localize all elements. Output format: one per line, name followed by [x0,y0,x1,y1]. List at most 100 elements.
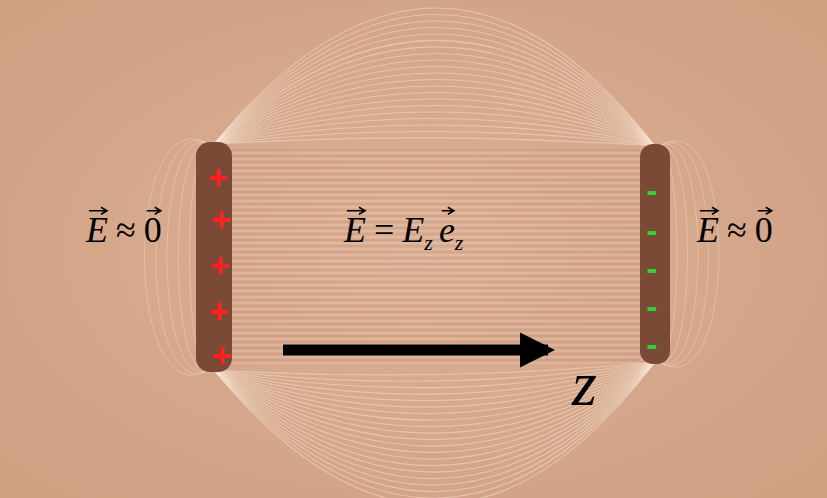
equation-symbol: ≈ [116,210,136,250]
field-line [214,131,655,146]
field-line [232,246,640,247]
field-line [232,213,640,214]
field-line [214,73,655,146]
field-line [232,207,640,208]
field-line [232,237,640,238]
negative-charge: - [646,289,657,323]
field-line [232,171,640,172]
field-line [232,270,640,271]
field-line [232,153,640,154]
field-line [232,240,640,241]
positive-charge: + [208,160,228,194]
positive-charge: + [209,294,229,328]
equation-symbol: E [697,210,719,250]
field-line [232,210,640,211]
field-line [232,306,640,307]
z-axis-arrow [283,345,548,356]
field-line [232,267,640,268]
field-line [232,225,640,226]
equation-symbol: 0 [755,210,773,250]
field-line [214,34,655,146]
field-line [232,183,640,184]
field-line [232,303,640,304]
equation-symbol: E [86,210,108,250]
field-line [232,327,640,328]
field-line [232,189,640,190]
field-line [214,27,655,146]
field-line [232,321,640,322]
field-line [232,201,640,202]
positive-plate [196,142,232,372]
field-line [214,92,655,146]
subscript: z [424,230,433,255]
field-line [232,291,640,292]
field-line [214,79,655,146]
field-line [214,47,655,146]
field-line [232,168,640,169]
field-line [232,228,640,229]
field-line [214,112,655,146]
field-line [232,162,640,163]
field-line [232,249,640,250]
field-line [232,195,640,196]
field-line [232,294,640,295]
negative-charge: - [646,213,657,247]
field-line [232,243,640,244]
equation-symbol: E [402,210,424,250]
field-line [232,339,640,340]
equation-symbol: = [374,210,394,250]
field-line [214,53,655,146]
field-line [214,14,655,146]
field-line [232,330,640,331]
field-line [232,159,640,160]
field-line [232,198,640,199]
field-line [232,231,640,232]
negative-plate [640,144,670,364]
subscript: z [455,230,464,255]
field-line [214,99,655,146]
field-line [214,8,655,146]
field-line [232,285,640,286]
field-line [232,258,640,259]
equation-symbol: 0 [144,210,162,250]
field-line [232,261,640,262]
field-line [232,288,640,289]
field-line [232,309,640,310]
field-line [232,252,640,253]
field-line [232,318,640,319]
field-line [232,342,640,343]
field-line [232,276,640,277]
positive-charge: + [210,248,230,282]
field-line [232,150,640,151]
field-line [232,216,640,217]
field-line [232,297,640,298]
field-line [232,156,640,157]
field-line [232,192,640,193]
field-line [232,186,640,187]
field-line [232,300,640,301]
field-line [232,315,640,316]
positive-charge: + [211,202,231,236]
equation-symbol: ≈ [727,210,747,250]
negative-charge: - [646,173,657,207]
field-equation: E≈0 [697,212,773,248]
field-line [232,324,640,325]
field-line [232,177,640,178]
positive-charge: + [212,338,232,372]
negative-charge: - [646,251,657,285]
field-line [232,180,640,181]
field-line [232,312,640,313]
equation-symbol: E [344,210,366,250]
field-line [214,21,655,146]
field-line [232,255,640,256]
field-lines [145,8,720,498]
field-line [232,204,640,205]
field-line [214,118,655,146]
field-line [232,165,640,166]
negative-charge: - [646,327,657,361]
field-equation: E≈0 [86,212,162,248]
axis-label: z [572,352,597,416]
field-line [232,174,640,175]
field-line [232,273,640,274]
